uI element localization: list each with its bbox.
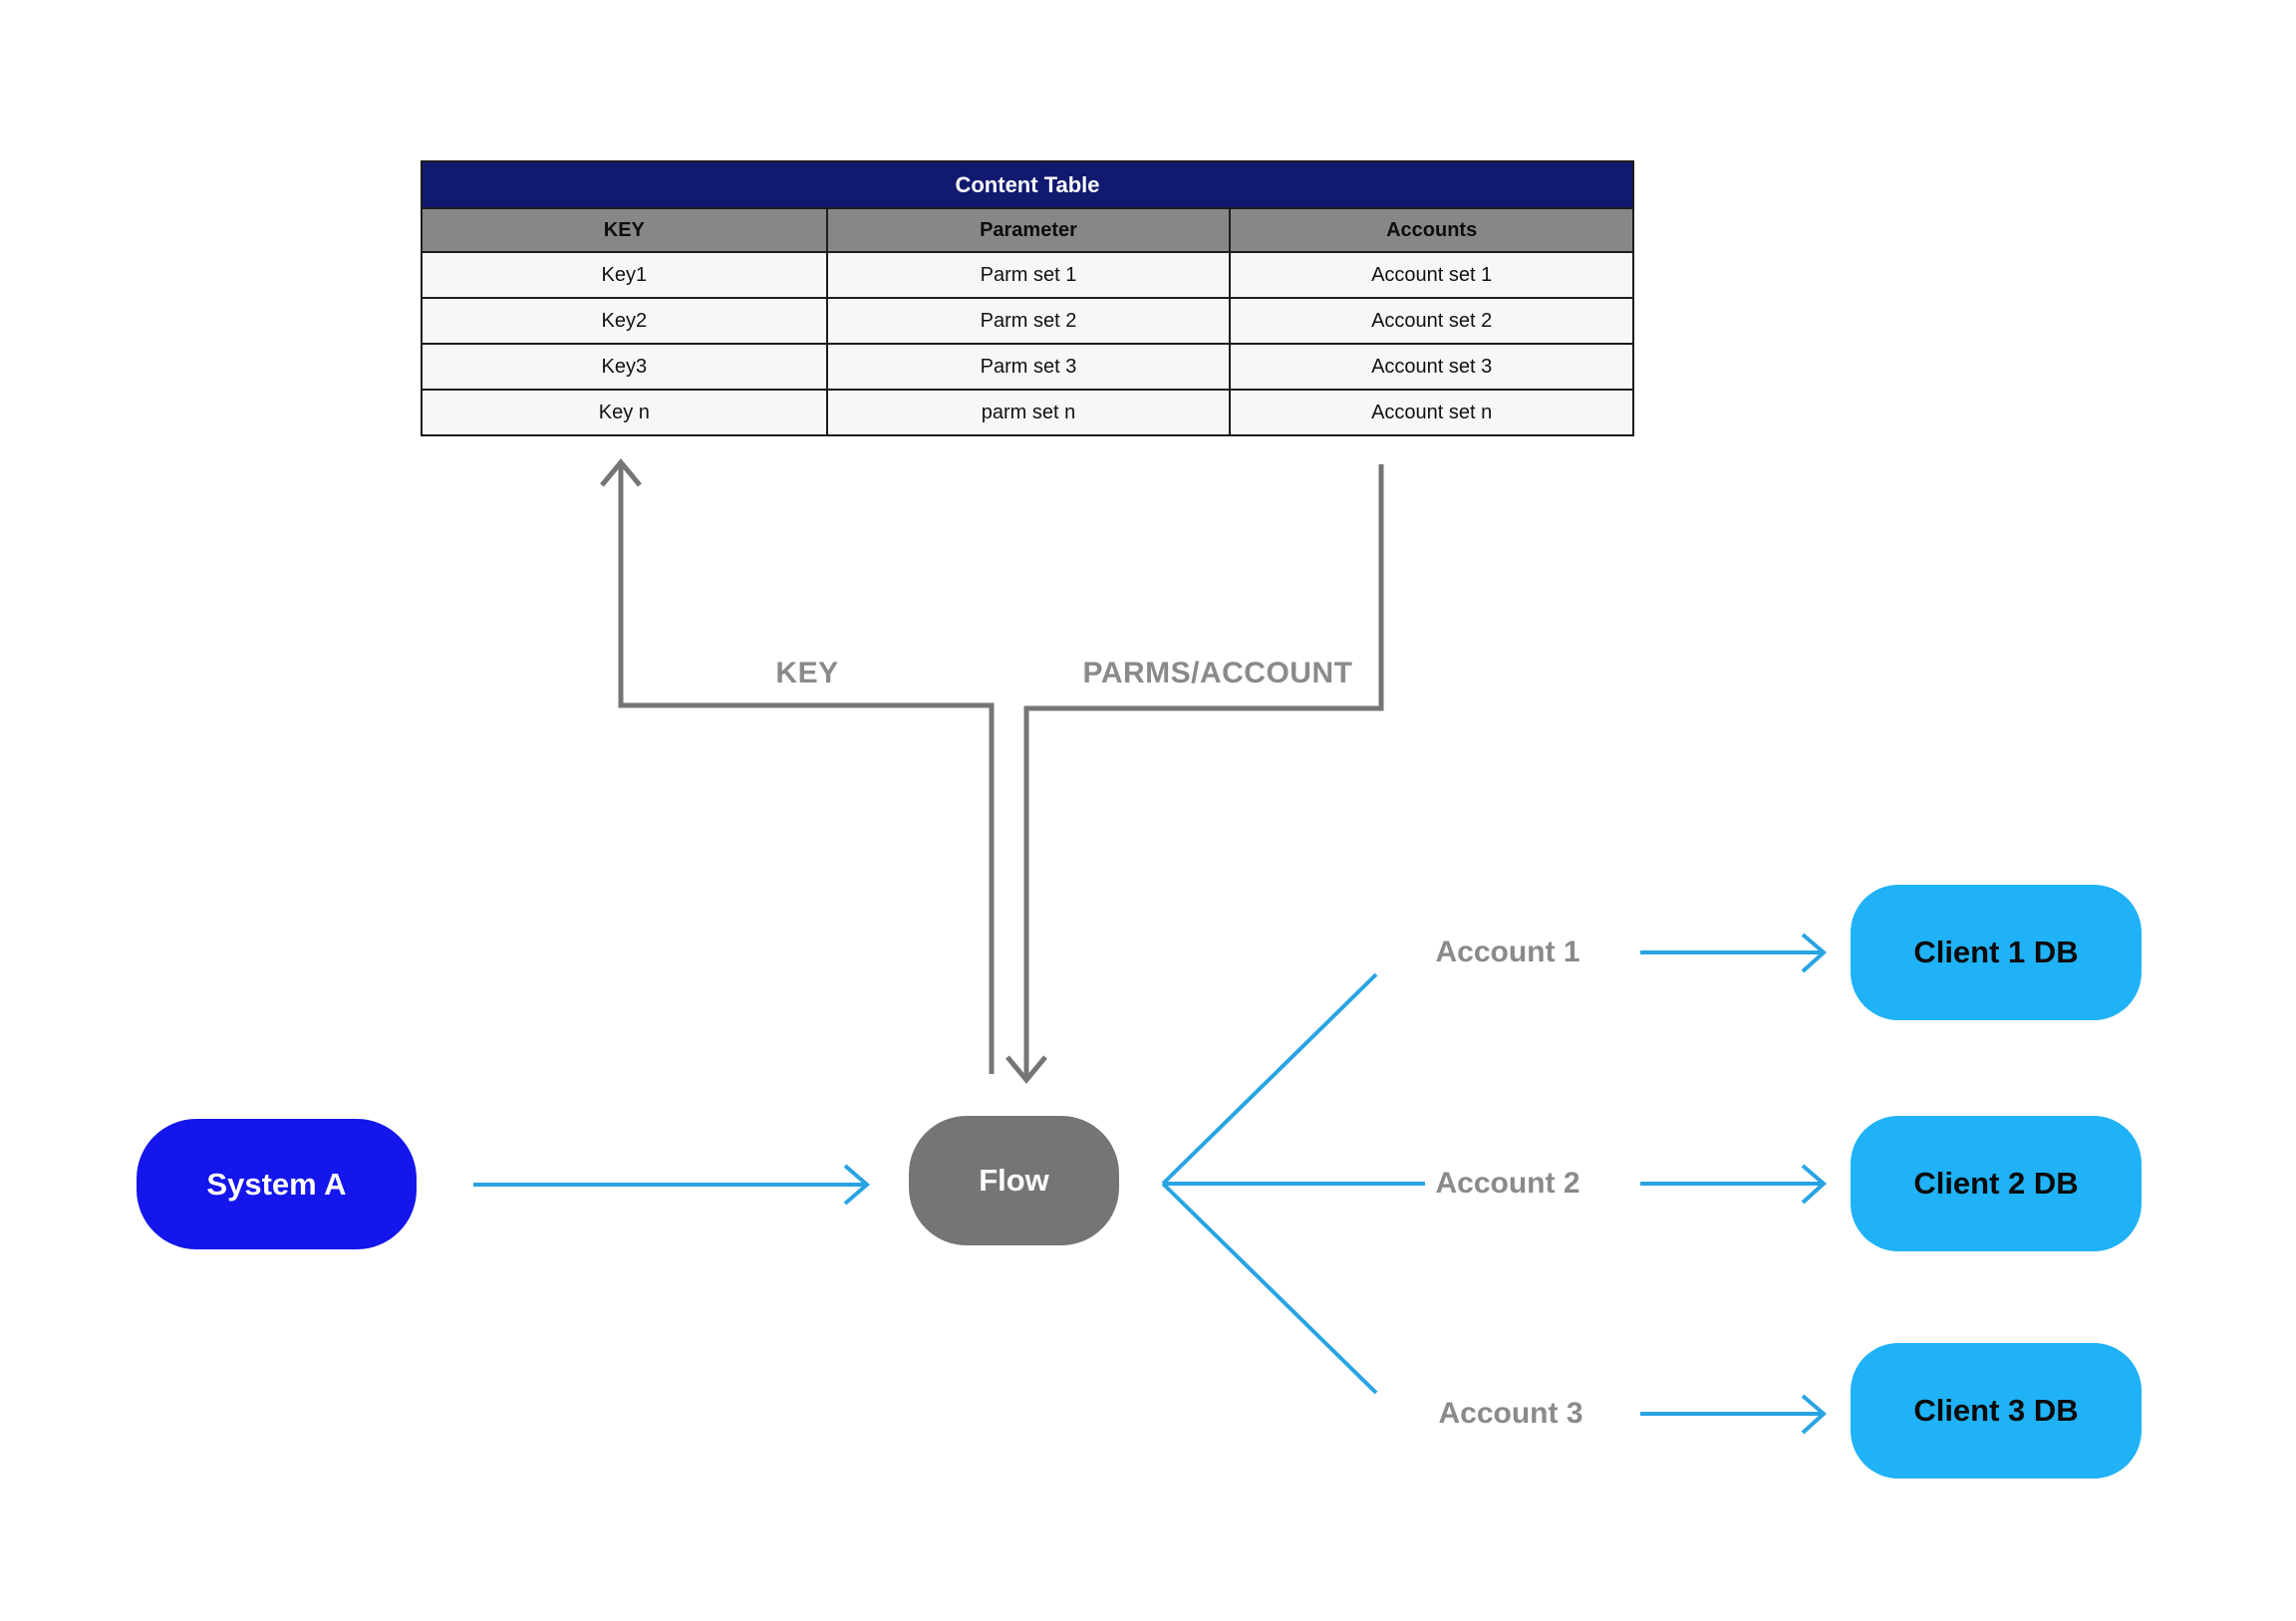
client-2-db-node: Client 2 DB (1851, 1116, 2142, 1251)
header-cell-key: KEY (603, 218, 645, 241)
account3-to-client3-arrowhead (1801, 1394, 1828, 1435)
parms-down-arrowhead (1005, 1055, 1047, 1084)
table-cell: Account set 2 (1229, 299, 1632, 343)
account-3-label: Account 3 (1438, 1397, 1583, 1430)
account-2-label: Account 2 (1435, 1167, 1580, 1200)
table-cell: Parm set 2 (825, 299, 1230, 343)
table-cell: Key3 (601, 355, 648, 378)
client-3-db-node: Client 3 DB (1851, 1343, 2142, 1479)
table-cell: Account set n (1229, 391, 1632, 434)
key-connector-label: KEY (775, 657, 839, 689)
table-cell: Key1 (601, 263, 648, 286)
account1-to-client1-arrowhead (1801, 933, 1828, 973)
fan-line-account-1 (1161, 972, 1378, 1186)
table-cell: Key2 (601, 309, 648, 332)
table-cell: Account set 3 (1229, 345, 1632, 389)
content-table-header-row: KEY Parameter Accounts (423, 207, 1632, 251)
table-row: Key3 Parm set 3 Account set 3 (423, 343, 1632, 389)
client-1-db-node: Client 1 DB (1851, 885, 2142, 1020)
account-1-label: Account 1 (1435, 936, 1580, 968)
table-cell: Account set 1 (1229, 253, 1632, 297)
key-up-arrowhead (600, 458, 642, 487)
table-row: Key1 Parm set 1 Account set 1 (423, 251, 1632, 297)
content-table-title: Content Table (423, 162, 1632, 207)
table-row: Key n parm set n Account set n (423, 389, 1632, 434)
system-to-flow-arrowhead (843, 1164, 871, 1206)
table-row: Key2 Parm set 2 Account set 2 (423, 297, 1632, 343)
header-cell-parameter: Parameter (825, 209, 1230, 251)
flow-node: Flow (909, 1116, 1119, 1245)
table-cell: Parm set 1 (825, 253, 1230, 297)
table-cell: Key n (598, 401, 650, 423)
key-connector-line (618, 464, 995, 1074)
parms-connector-line (1023, 464, 1384, 1076)
fan-line-account-3 (1161, 1182, 1378, 1395)
content-table: Content Table KEY Parameter Accounts Key… (421, 160, 1634, 436)
header-cell-accounts: Accounts (1229, 209, 1632, 251)
table-cell: Parm set 3 (825, 345, 1230, 389)
parms-account-connector-label: PARMS/ACCOUNT (1082, 657, 1353, 689)
account2-to-client2-arrowhead (1801, 1164, 1828, 1205)
system-a-node: System A (137, 1119, 417, 1249)
table-cell: parm set n (825, 391, 1230, 434)
